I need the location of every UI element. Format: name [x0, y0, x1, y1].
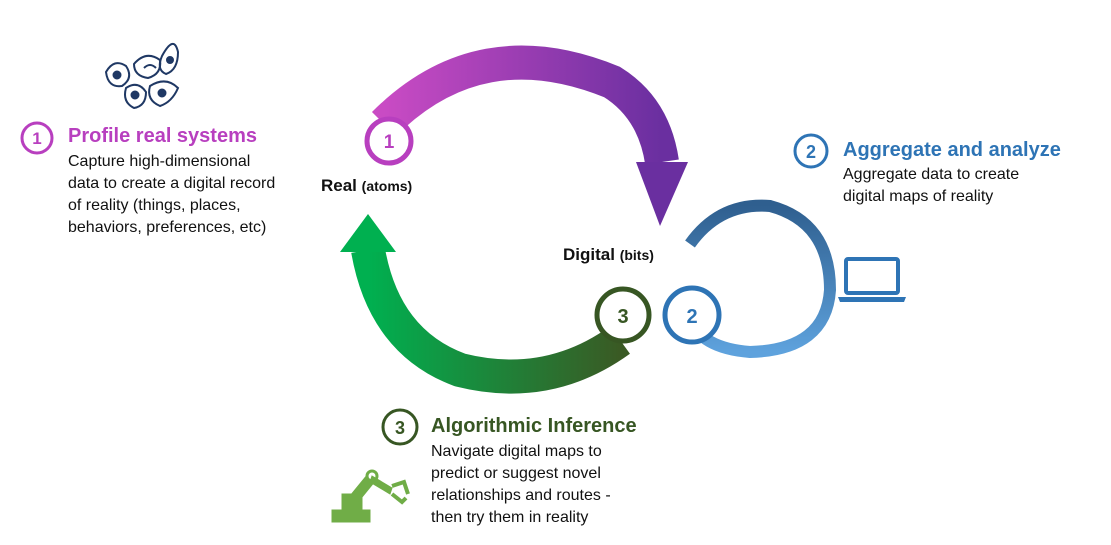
step-1-number: 1 — [32, 129, 41, 148]
step-1-line: of reality (things, places, — [68, 197, 241, 214]
step-3-description: Navigate digital maps to predict or sugg… — [431, 441, 611, 529]
marker-1: 1 — [364, 116, 414, 166]
marker-3-number: 3 — [617, 306, 628, 328]
step-2-line: digital maps of reality — [843, 188, 994, 205]
real-label-sub: (atoms) — [361, 178, 413, 194]
step-3-number: 3 — [395, 418, 405, 438]
step-2-number: 2 — [806, 142, 816, 162]
marker-2-number: 2 — [686, 306, 697, 328]
marker-2: 2 — [662, 285, 722, 345]
real-label-main: Real — [321, 176, 357, 195]
step-1-badge: 1 — [20, 121, 54, 155]
step-3-line: Navigate digital maps to — [431, 443, 602, 460]
step-3-line: relationships and routes - — [431, 487, 611, 504]
digital-label-sub: (bits) — [619, 247, 654, 263]
step-3-line: predict or suggest novel — [431, 465, 601, 482]
step-1-title: Profile real systems — [68, 125, 257, 147]
step-2-badge: 2 — [793, 133, 829, 169]
step-3-badge: 3 — [381, 408, 419, 446]
laptop-icon — [838, 257, 906, 302]
step-1-line: data to create a digital record — [68, 175, 276, 192]
marker-1-number: 1 — [384, 132, 395, 153]
aggregate-loop-arrow — [684, 199, 837, 359]
digital-label: Digital (bits) — [563, 245, 654, 265]
step-1-description: Capture high-dimensional data to create … — [68, 151, 275, 239]
step-2-description: Aggregate data to create digital maps of… — [843, 164, 1019, 208]
step-1-line: Capture high-dimensional — [68, 153, 251, 170]
step-3-line: then try them in reality — [431, 509, 589, 526]
digital-label-main: Digital — [563, 245, 615, 264]
step-1-line: behaviors, preferences, etc) — [68, 219, 267, 236]
digital-to-real-arrow — [340, 214, 630, 394]
robot-arm-icon — [331, 469, 410, 523]
step-2-line: Aggregate data to create — [843, 166, 1020, 183]
real-label: Real (atoms) — [321, 176, 412, 196]
marker-3: 3 — [594, 286, 652, 344]
real-to-digital-arrow — [371, 45, 688, 226]
step-3-title: Algorithmic Inference — [431, 415, 637, 437]
step-2-title: Aggregate and analyze — [843, 139, 1061, 161]
cells-icon — [104, 43, 180, 110]
